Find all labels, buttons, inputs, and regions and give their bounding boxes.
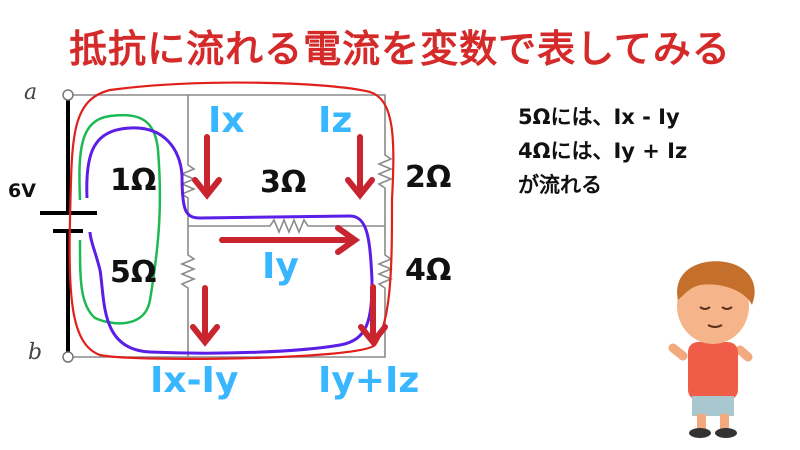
horizontal-wire-3ohm	[188, 217, 385, 235]
note-line: 4Ωには、Iy + Iz	[518, 139, 688, 163]
boy-shorts	[692, 396, 734, 416]
loop-red	[68, 81, 395, 360]
outer-wire	[68, 94, 394, 358]
node-a-label: a	[24, 80, 38, 105]
terminal-b	[62, 351, 74, 363]
note-line: 5Ωには、Ix - Iy	[518, 105, 680, 129]
terminal-a	[62, 89, 74, 101]
arrow-ix	[192, 134, 222, 200]
current-ix-minus-iy-label: Ix-Iy	[150, 360, 239, 401]
current-ix-label: Ix	[208, 100, 245, 141]
circuit-wires	[68, 94, 394, 358]
slide-title: 抵抗に流れる電流を変数で表してみる	[69, 27, 731, 71]
current-iy-label: Iy	[262, 246, 299, 287]
resistor-4ohm-label: 4Ω	[405, 253, 452, 288]
arrow-iy	[219, 225, 361, 255]
boy-shirt	[688, 342, 738, 400]
voltage-label: 6V	[8, 180, 36, 202]
arrow-iz	[345, 134, 375, 200]
boy-illustration	[668, 261, 755, 438]
resistor-1ohm-label: 1Ω	[110, 163, 157, 198]
boy-hair	[677, 261, 755, 305]
resistor-3ohm-label: 3Ω	[260, 165, 307, 200]
resistor-2ohm-label: 2Ω	[405, 160, 452, 195]
resistor-5ohm-label: 5Ω	[110, 255, 157, 290]
current-iz-label: Iz	[318, 100, 353, 141]
arrow-ix-minus-iy	[190, 285, 220, 347]
note-line: が流れる	[518, 173, 602, 197]
explanation-note: 5Ωには、Ix - Iy 4Ωには、Iy + Iz が流れる	[518, 100, 687, 202]
current-arrows	[190, 134, 388, 347]
battery	[40, 95, 97, 357]
node-b-label: b	[28, 340, 43, 365]
arrow-iy-plus-iz	[358, 284, 388, 347]
current-iy-plus-iz-label: Iy+Iz	[318, 360, 420, 401]
loop-green	[78, 113, 162, 325]
